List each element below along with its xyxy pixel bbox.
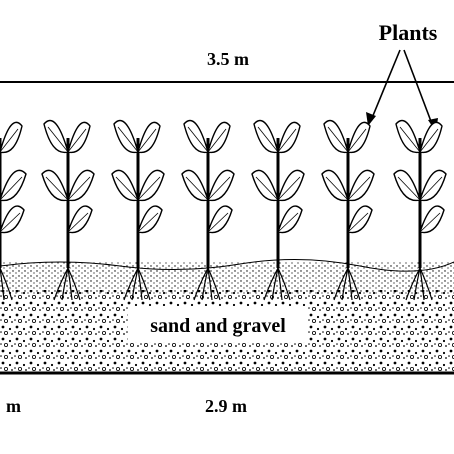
plants-label: Plants: [379, 20, 438, 45]
plants-arrowhead-left: [366, 112, 376, 126]
bed-surface: [0, 258, 454, 272]
medium-label: sand and gravel: [150, 315, 286, 337]
plant: [41, 119, 95, 301]
bottom-width-label: 2.9 m: [205, 396, 247, 416]
medium-label-box: [128, 306, 308, 342]
plants-arrow-right: [403, 49, 433, 125]
plants-arrow-left: [371, 49, 401, 119]
top-width-label: 3.5 m: [207, 49, 249, 69]
plant: [181, 119, 235, 301]
plant: [321, 119, 375, 301]
plant: [251, 119, 305, 301]
plant: [0, 121, 27, 301]
plant: [393, 119, 447, 301]
plant: [111, 119, 165, 301]
plants-group: [0, 119, 447, 301]
left-partial-label: m: [6, 396, 21, 416]
